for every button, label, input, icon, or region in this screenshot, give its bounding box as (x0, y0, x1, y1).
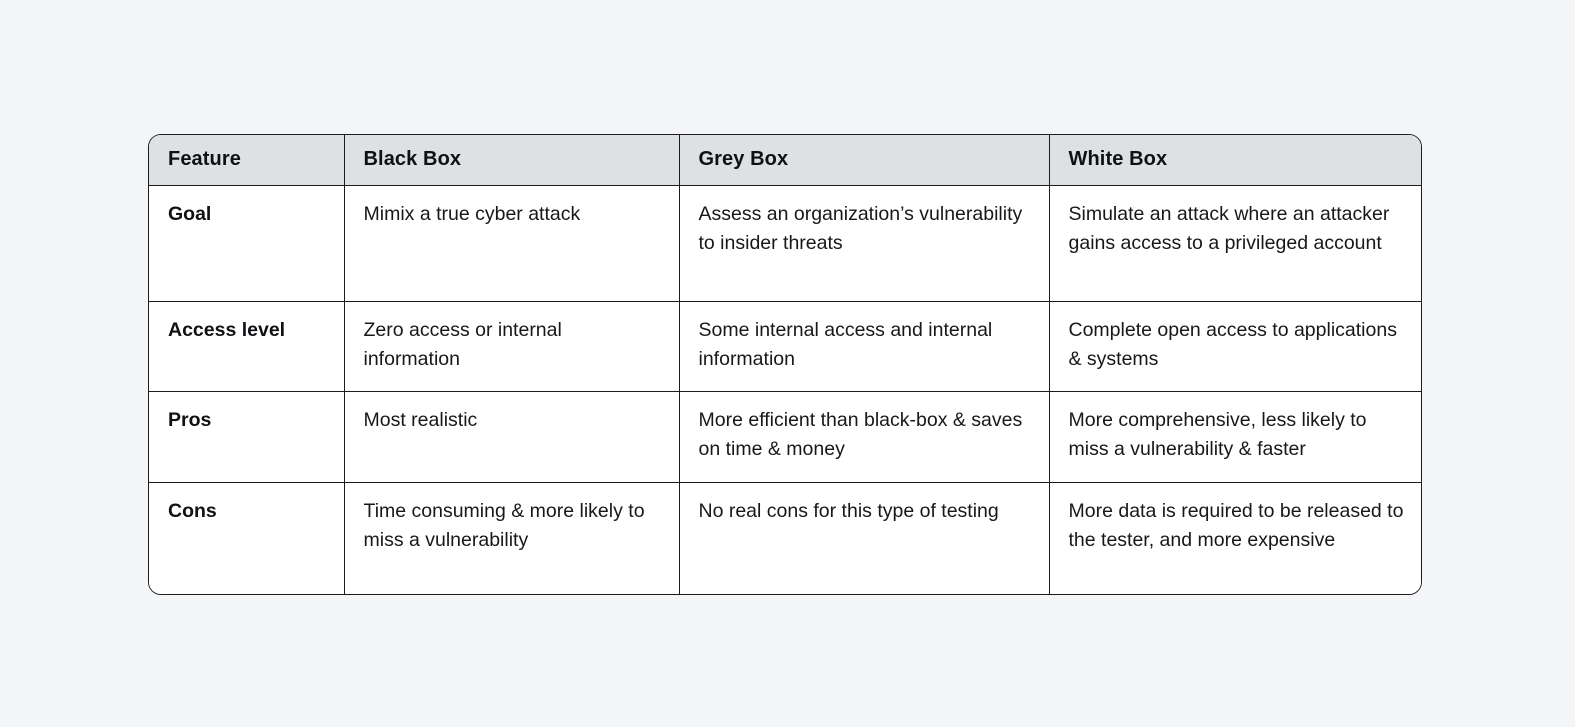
table-header-row: Feature Black Box Grey Box White Box (149, 135, 1421, 186)
column-header-white-box: White Box (1049, 135, 1421, 186)
column-header-feature: Feature (149, 135, 345, 186)
comparison-table: Feature Black Box Grey Box White Box Goa… (149, 135, 1421, 594)
row-label-pros: Pros (149, 391, 345, 483)
table-row: Pros Most realistic More efficient than … (149, 391, 1421, 483)
table-row: Goal Mimix a true cyber attack Assess an… (149, 185, 1421, 302)
cell-access-level-black-box: Zero access or internal information (344, 301, 680, 392)
table-body: Goal Mimix a true cyber attack Assess an… (149, 185, 1421, 594)
cell-cons-white-box: More data is required to be released to … (1049, 482, 1421, 594)
cell-pros-white-box: More comprehensive, less likely to miss … (1049, 391, 1421, 483)
column-header-black-box: Black Box (344, 135, 680, 186)
cell-goal-grey-box: Assess an organization’s vulnerability t… (679, 185, 1050, 302)
cell-pros-grey-box: More efficient than black-box & saves on… (679, 391, 1050, 483)
row-label-cons: Cons (149, 482, 345, 594)
row-label-access-level: Access level (149, 301, 345, 392)
table-row: Access level Zero access or internal inf… (149, 301, 1421, 392)
table-header: Feature Black Box Grey Box White Box (149, 135, 1421, 186)
row-label-goal: Goal (149, 185, 345, 302)
cell-pros-black-box: Most realistic (344, 391, 680, 483)
cell-cons-black-box: Time consuming & more likely to miss a v… (344, 482, 680, 594)
table-row: Cons Time consuming & more likely to mis… (149, 482, 1421, 594)
column-header-grey-box: Grey Box (679, 135, 1050, 186)
cell-access-level-white-box: Complete open access to applications & s… (1049, 301, 1421, 392)
cell-access-level-grey-box: Some internal access and internal inform… (679, 301, 1050, 392)
cell-goal-white-box: Simulate an attack where an attacker gai… (1049, 185, 1421, 302)
comparison-table-container: Feature Black Box Grey Box White Box Goa… (148, 134, 1422, 595)
cell-goal-black-box: Mimix a true cyber attack (344, 185, 680, 302)
cell-cons-grey-box: No real cons for this type of testing (679, 482, 1050, 594)
